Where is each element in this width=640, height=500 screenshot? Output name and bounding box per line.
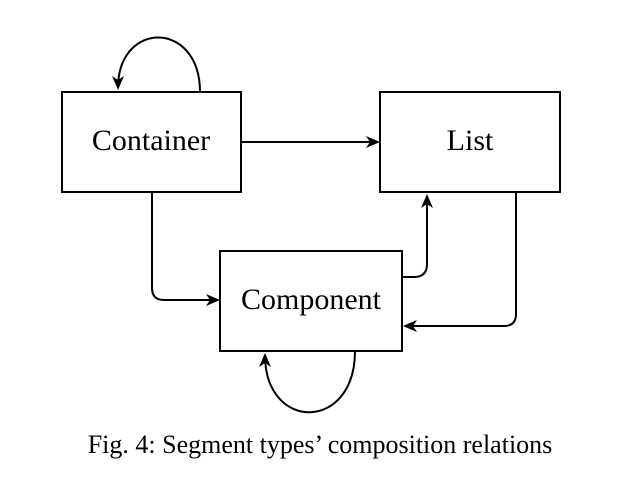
edge-container-to-component — [151, 192, 220, 306]
node-component-label: Component — [241, 283, 382, 316]
composition-diagram: Container List Component — [61, 36, 561, 414]
node-container-label: Container — [92, 124, 210, 157]
node-component: Component — [219, 250, 403, 352]
edge-container-self-loop — [112, 36, 201, 93]
edge-component-self-loop — [259, 350, 356, 414]
node-container: Container — [61, 91, 242, 193]
node-list-label: List — [447, 124, 494, 157]
figure-caption: Fig. 4: Segment types’ composition relat… — [87, 430, 553, 459]
edge-list-to-component — [403, 192, 517, 332]
edge-component-to-list — [402, 194, 433, 278]
node-list: List — [379, 91, 561, 193]
